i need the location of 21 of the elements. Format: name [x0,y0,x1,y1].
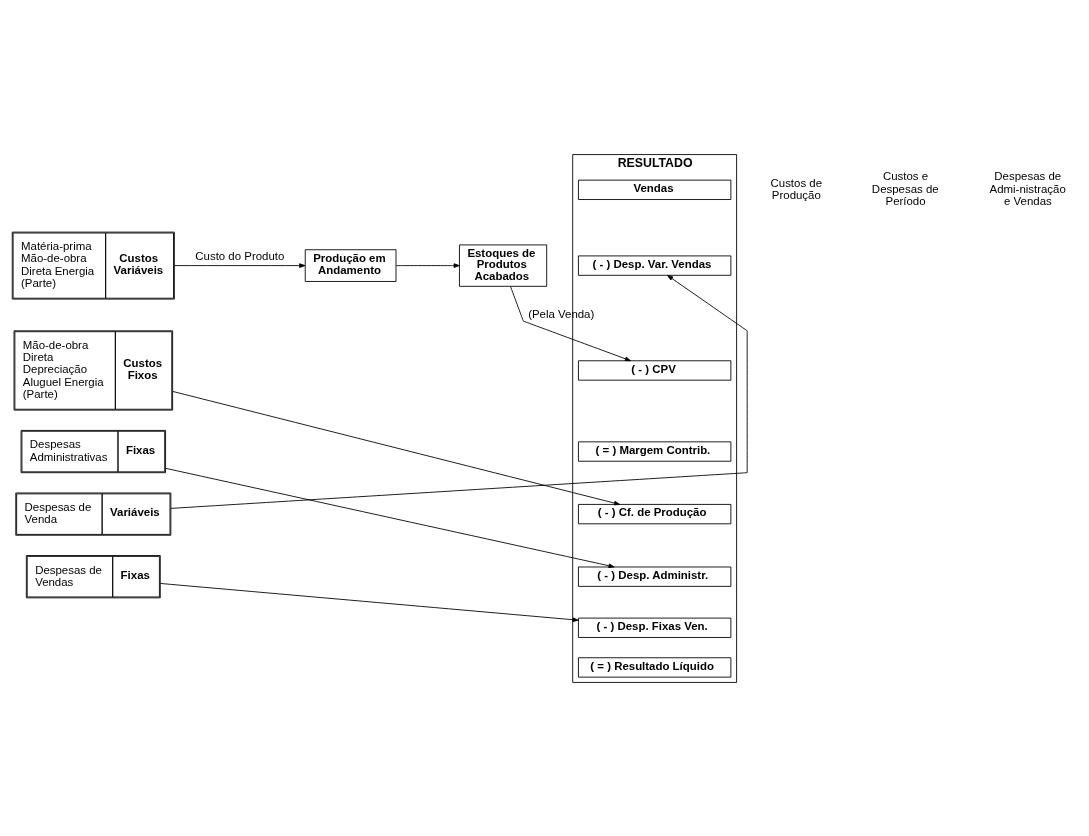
node-box: ( - ) Desp. Administr. [578,566,732,587]
arrow [170,274,748,509]
node-box: ( - ) Desp. Fixas Ven. [578,617,732,638]
arrow [165,467,615,568]
node-box: Estoques de Produtos Acabados [459,243,548,287]
arrow [510,285,631,361]
arrow [160,582,579,622]
node-box: ( = ) Resultado Líquido [578,656,732,678]
node-box: ( - ) Cf. de Produção [578,503,732,524]
arrow [174,262,306,268]
node-box: ( - ) CPV [578,359,732,381]
node-box: Produção em Andamento [304,248,397,282]
arrow [172,390,621,505]
label: Custos e Despesas de Período [871,169,939,207]
label: Custos de Produção [770,176,823,201]
arrow [395,262,460,268]
node-box: ( = ) Margem Contrib. [578,440,732,462]
edge-label: Custo do Produto [195,249,285,262]
node-box: ( - ) Desp. Var. Vendas [578,254,732,276]
node-box: Vendas [578,179,732,200]
label: Despesas de Admi-nistração e Vendas [989,169,1066,207]
